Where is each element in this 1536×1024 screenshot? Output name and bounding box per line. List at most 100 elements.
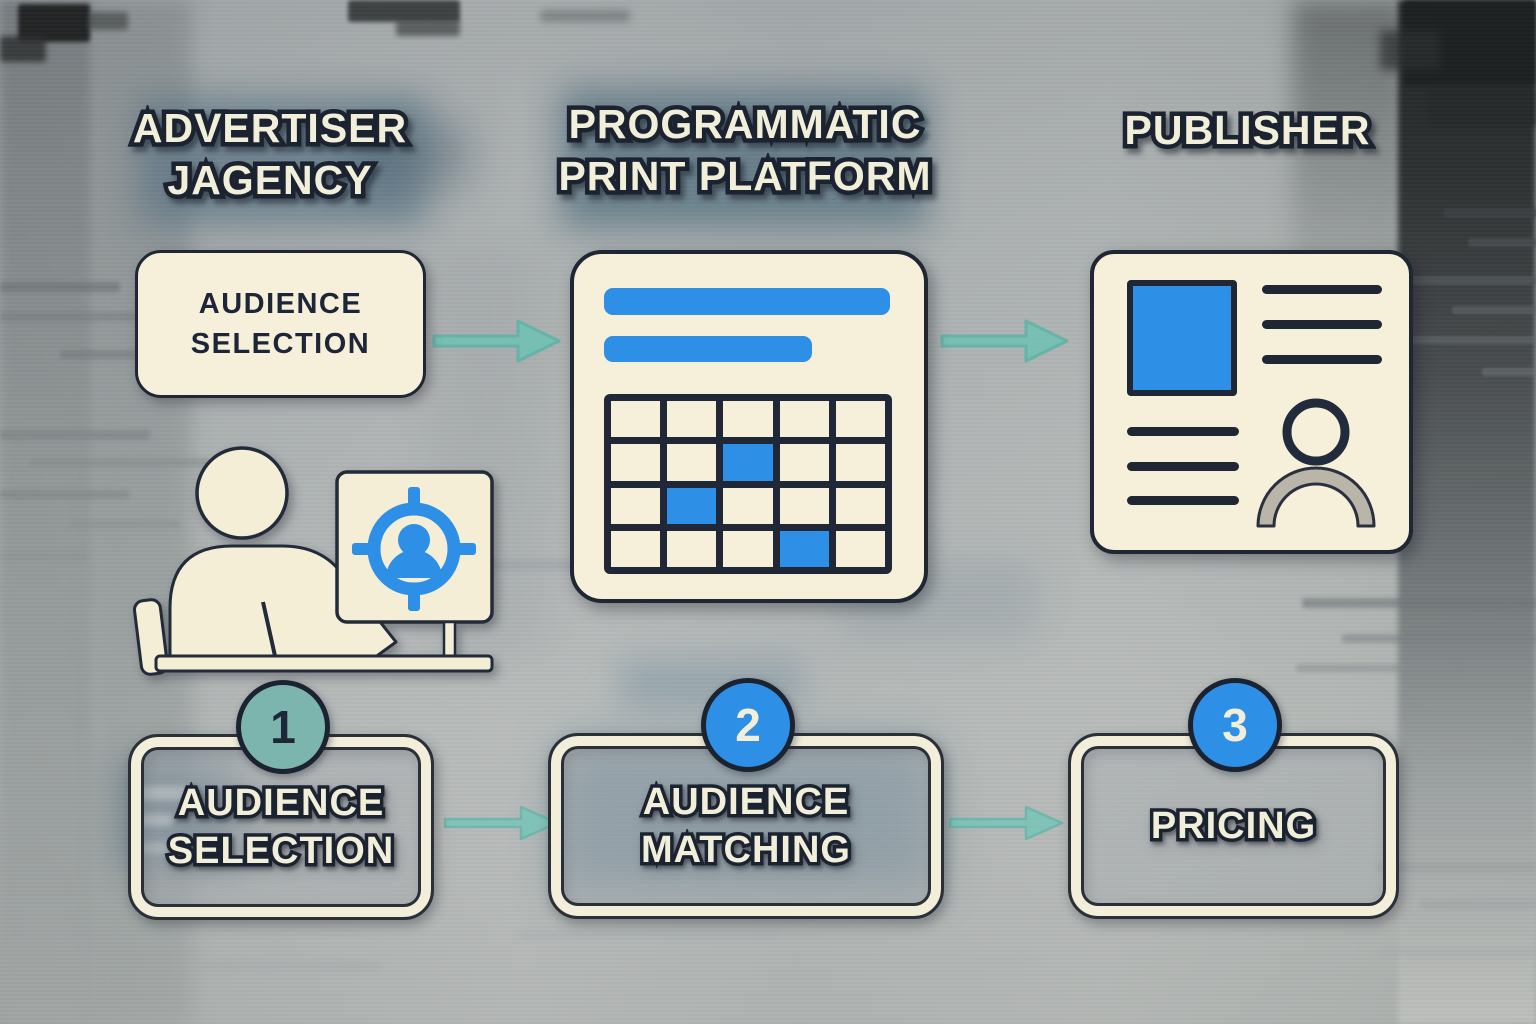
print-platform-panel-icon: [570, 250, 928, 603]
page-text-line: [1262, 320, 1382, 329]
grid-cell: [835, 530, 885, 567]
page-text-line: [1127, 496, 1239, 505]
bg-streak: [0, 490, 130, 499]
bg-block: [348, 0, 460, 22]
bg-streak: [1410, 276, 1536, 285]
bg-blob: [138, 96, 428, 226]
target-audience-icon: [352, 487, 476, 611]
page-text-line: [1262, 355, 1382, 364]
grid-cell-filled: [667, 487, 717, 524]
bg-streak: [840, 958, 1040, 966]
grid-cell: [723, 487, 773, 524]
page-blue-image-block: [1127, 280, 1237, 396]
bg-block: [396, 20, 460, 36]
bg-streak: [1468, 238, 1536, 247]
monitor-stand: [442, 620, 457, 660]
grid-cell-filled: [779, 530, 829, 567]
bg-streak: [132, 814, 172, 826]
grid-cell: [611, 487, 661, 524]
bg-streak: [60, 350, 180, 359]
laptop-edge: [261, 601, 277, 657]
step-2-badge: 2: [701, 678, 795, 772]
arrow-platform-to-publisher-icon: [940, 319, 1069, 363]
profile-person-icon: [1256, 398, 1376, 528]
bg-streak: [70, 520, 180, 528]
grid-cell: [667, 444, 717, 481]
bg-block: [540, 10, 630, 22]
background-band-left: [0, 0, 92, 1024]
grid-cell: [723, 530, 773, 567]
person-head: [195, 446, 289, 540]
audience-selection-box-line1: AUDIENCE: [198, 288, 363, 320]
publisher-page-icon: [1090, 250, 1413, 554]
step-3-badge: 3: [1188, 678, 1282, 772]
page-text-line: [1127, 427, 1239, 436]
bg-streak: [132, 842, 184, 854]
bg-block: [18, 4, 90, 42]
grid-cell: [611, 401, 661, 438]
grid-cell: [779, 487, 829, 524]
grid-cell: [835, 487, 885, 524]
step-1-badge: 1: [236, 680, 330, 774]
bg-streak: [250, 790, 370, 800]
step-3-number: 3: [1222, 699, 1248, 751]
audience-selection-box: AUDIENCE SELECTION: [135, 250, 426, 398]
bg-blob: [560, 88, 928, 228]
grid-cell-filled: [723, 444, 773, 481]
arrow-step1-to-step2: [443, 805, 559, 841]
bg-streak: [1342, 634, 1536, 643]
bg-streak: [0, 430, 150, 440]
bg-streak: [1376, 862, 1536, 872]
bg-streak: [1404, 336, 1536, 344]
step-2-number: 2: [735, 699, 761, 751]
page-text-line: [1262, 285, 1382, 294]
background-band-right: [1398, 0, 1536, 1024]
panel-blue-bar-long: [604, 288, 890, 315]
bg-block: [1428, 86, 1536, 126]
grid-cell: [779, 444, 829, 481]
bg-block: [1380, 30, 1440, 70]
desk: [154, 654, 494, 673]
grid-cell: [667, 401, 717, 438]
arrow-step2-to-step3: [948, 805, 1064, 841]
grid-cell: [835, 444, 885, 481]
bg-blob: [350, 120, 470, 190]
bg-streak: [0, 282, 120, 292]
grid-cell: [779, 401, 829, 438]
grid-cell: [723, 401, 773, 438]
bg-streak: [1380, 948, 1536, 957]
bg-streak: [200, 962, 380, 970]
bg-streak: [1296, 664, 1456, 672]
bg-streak: [0, 552, 90, 560]
bg-block: [0, 36, 46, 62]
bg-streak: [1482, 368, 1536, 376]
person-at-computer-icon: [132, 446, 494, 676]
grid-cell: [611, 444, 661, 481]
bg-block: [88, 12, 128, 30]
bg-streak: [490, 560, 610, 570]
calendar-grid-icon: [604, 394, 892, 574]
bg-streak: [1444, 208, 1536, 218]
bg-streak: [1302, 598, 1536, 608]
bg-streak: [1420, 900, 1536, 909]
bg-streak: [132, 786, 188, 800]
grid-cell: [667, 530, 717, 567]
bg-streak: [0, 312, 160, 321]
audience-selection-box-line2: SELECTION: [190, 328, 371, 360]
bg-streak: [30, 458, 210, 467]
